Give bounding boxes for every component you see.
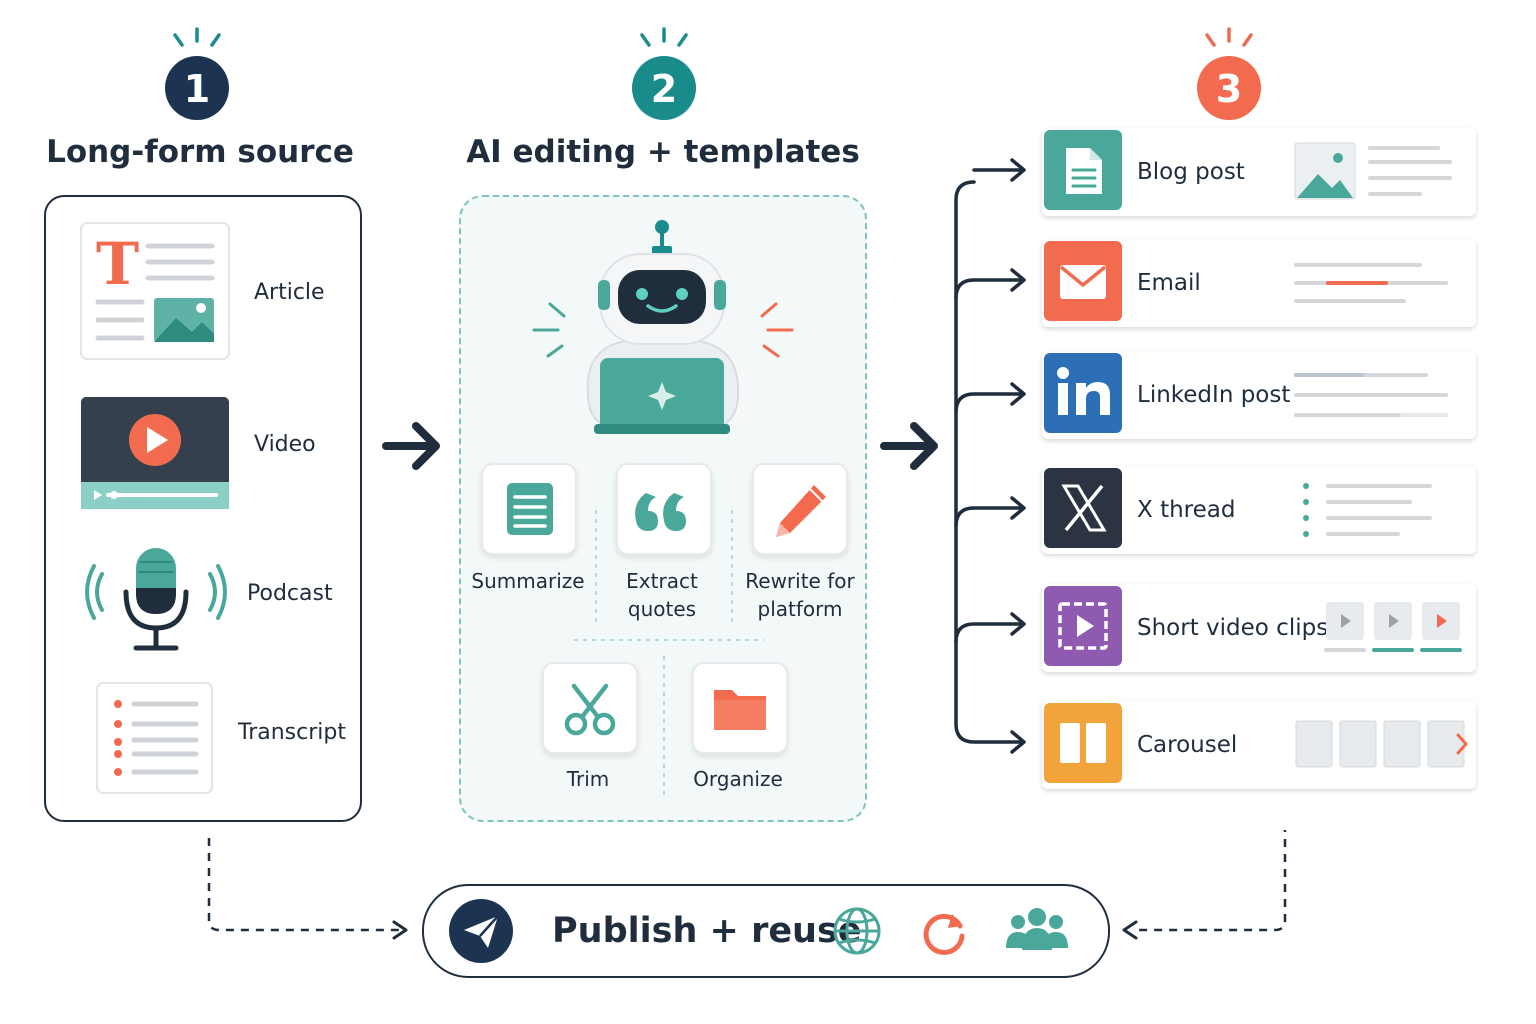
paper-plane-icon: [449, 899, 513, 963]
trim-tile[interactable]: [542, 662, 638, 754]
users-group-icon: [1006, 908, 1068, 950]
clip-thumbnails: [1324, 602, 1462, 652]
output-label-video-clips: Short video clips: [1137, 615, 1329, 641]
carousel-icon: [1060, 723, 1106, 763]
publish-bar: Publish + reuse: [422, 884, 1110, 978]
tool-label-organize: Organize: [693, 767, 783, 791]
envelope-icon: [1059, 265, 1107, 299]
tool-label-summarize: Summarize: [471, 569, 585, 593]
source-label-article: Article: [254, 280, 325, 305]
output-card-carousel[interactable]: Carousel: [1042, 701, 1476, 789]
document-lines-icon: [507, 483, 553, 535]
video-icon: [81, 397, 229, 509]
microphone-icon: [85, 548, 227, 651]
robot-laptop-icon: [532, 220, 794, 434]
summarize-tile[interactable]: [481, 463, 577, 555]
linkedin-icon-tile: [1044, 353, 1122, 433]
source-label-video: Video: [254, 432, 316, 457]
source-label-podcast: Podcast: [247, 581, 333, 606]
carousel-icon-tile: [1044, 703, 1122, 783]
tool-label-extract-quotes: Extract quotes: [592, 567, 732, 623]
output-connector: [954, 158, 1026, 754]
folder-icon: [714, 690, 766, 730]
pencil-icon: [776, 485, 826, 537]
video-clip-icon: [1058, 602, 1108, 650]
rewrite-tile[interactable]: [752, 463, 848, 555]
step-2-number: 2: [651, 67, 677, 111]
tool-label-rewrite-line2: platform: [757, 597, 843, 621]
blog-preview-image-icon: [1294, 142, 1452, 200]
tool-label-trim: Trim: [566, 767, 610, 791]
step-3-number: 3: [1216, 67, 1242, 111]
step-2-title: AI editing + templates: [466, 134, 860, 170]
tool-label-rewrite: Rewrite for platform: [730, 567, 870, 623]
x-icon-tile: [1044, 468, 1122, 548]
source-label-transcript: Transcript: [238, 720, 346, 745]
linkedin-preview-lines: [1294, 373, 1448, 417]
output-card-video-clips[interactable]: Short video clips: [1042, 584, 1476, 672]
publish-label: Publish + reuse: [552, 911, 862, 951]
output-card-linkedin[interactable]: LinkedIn post: [1042, 351, 1476, 439]
arrow-right-icon: [880, 422, 938, 470]
output-label-x-thread: X thread: [1137, 497, 1236, 523]
tool-dividers: [574, 510, 764, 796]
email-preview-lines: [1294, 263, 1448, 303]
output-label-carousel: Carousel: [1137, 732, 1238, 758]
carousel-slides: [1295, 720, 1468, 768]
article-icon: T: [80, 222, 230, 360]
refresh-icon: [923, 913, 965, 955]
output-label-email: Email: [1137, 270, 1201, 296]
step-1-number: 1: [184, 67, 210, 111]
email-icon-tile: [1044, 241, 1122, 321]
transcript-icon: [96, 682, 213, 794]
step-1-title: Long-form source: [46, 134, 354, 170]
tool-label-rewrite-line1: Rewrite for: [745, 569, 855, 593]
publish-connectors: [207, 830, 1287, 940]
step-1-badge: 1: [165, 27, 229, 120]
arrow-right-icon: [382, 422, 440, 470]
source-panel: [44, 195, 362, 822]
extract-quotes-tile[interactable]: [616, 463, 712, 555]
x-logo-icon: [1061, 484, 1107, 532]
globe-icon: [833, 907, 881, 955]
output-card-x-thread[interactable]: X thread: [1042, 466, 1476, 554]
output-label-blog: Blog post: [1137, 159, 1245, 185]
document-icon: [1066, 148, 1102, 194]
linkedin-icon: [1057, 367, 1110, 415]
scissors-icon: [564, 683, 616, 736]
output-label-linkedin: LinkedIn post: [1137, 382, 1291, 408]
tool-label-extract-line2: quotes: [627, 597, 697, 621]
organize-tile[interactable]: [692, 662, 788, 754]
thread-preview-lines: [1303, 483, 1432, 537]
step-2-badge: 2: [632, 27, 696, 120]
output-card-blog[interactable]: Blog post: [1042, 128, 1476, 216]
svg-text:T: T: [96, 230, 139, 298]
blog-icon-tile: [1044, 130, 1122, 210]
step-3-badge: 3: [1197, 27, 1261, 120]
output-card-email[interactable]: Email: [1042, 239, 1476, 327]
video-clip-icon-tile: [1044, 586, 1122, 666]
quote-icon: [635, 493, 686, 531]
tool-label-extract-line1: Extract: [626, 569, 698, 593]
